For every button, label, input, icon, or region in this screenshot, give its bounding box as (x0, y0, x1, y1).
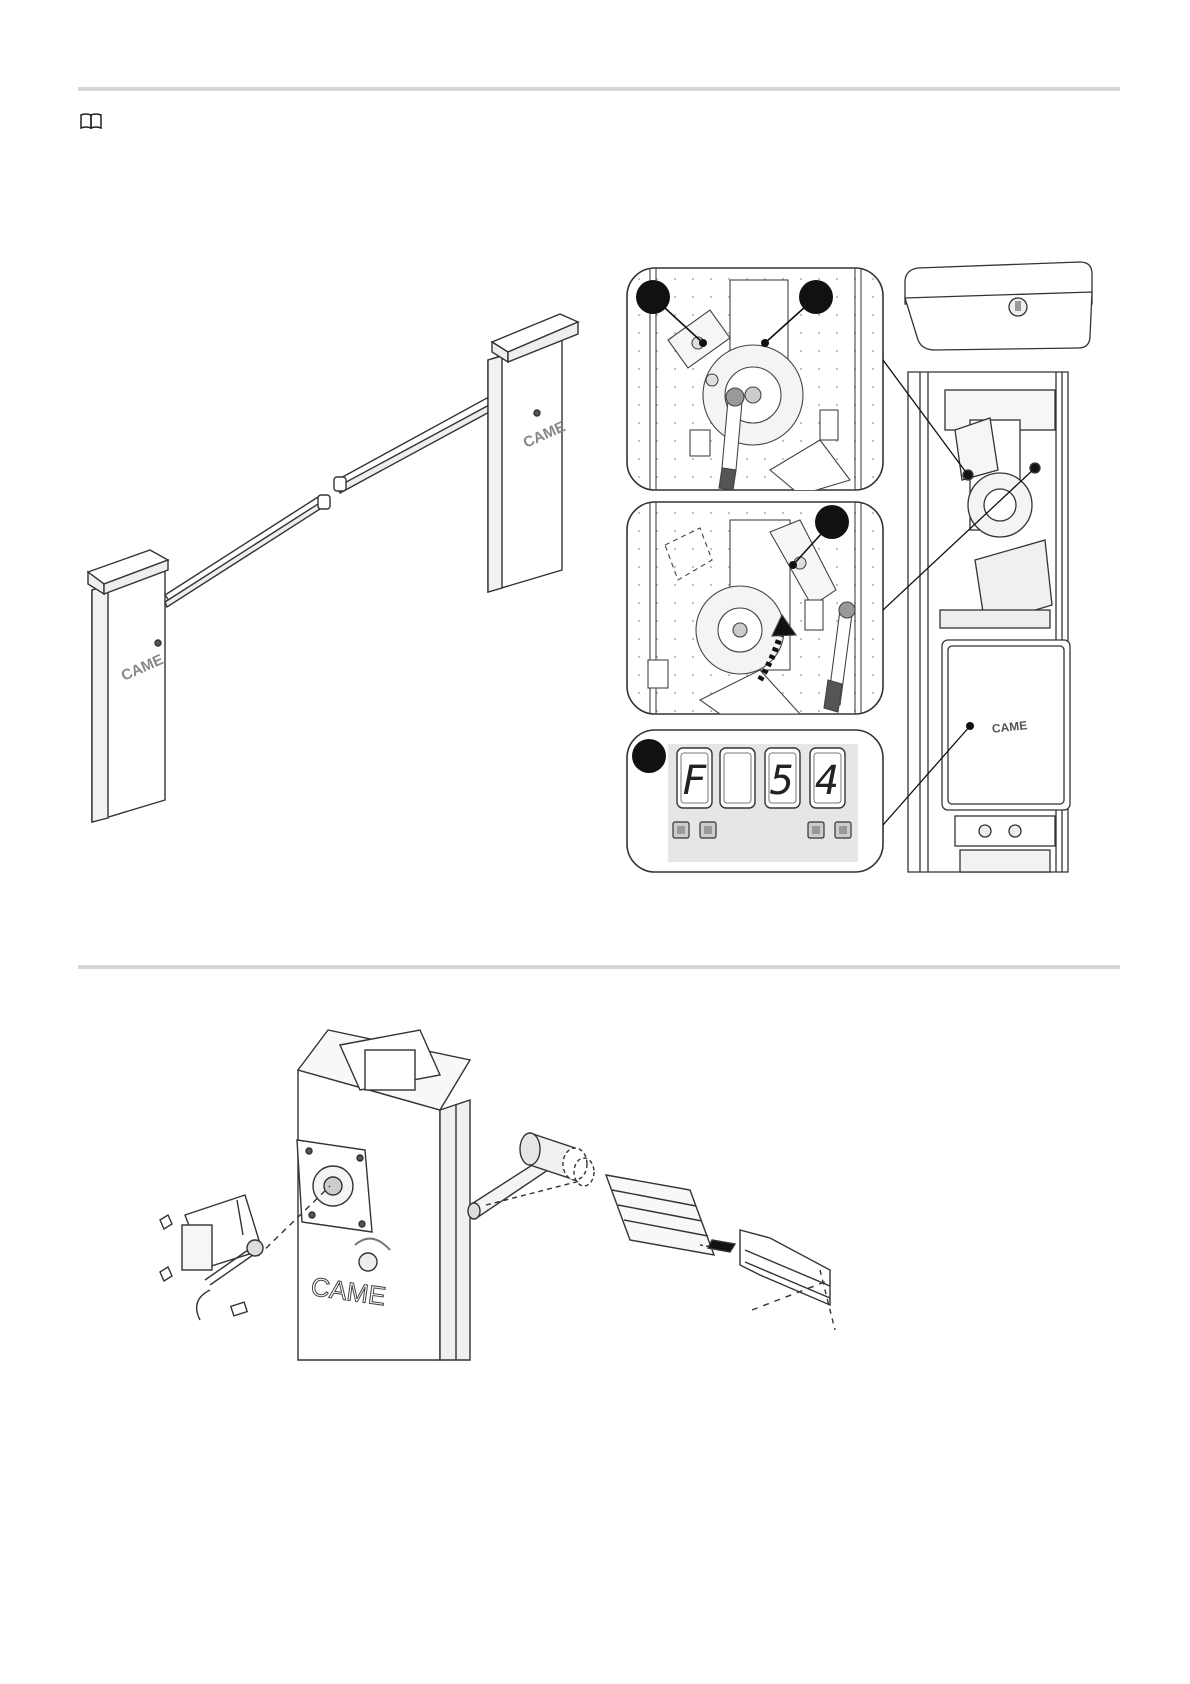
release-mechanism-parts (160, 1195, 263, 1320)
open-post-cutaway: CAME (905, 262, 1092, 872)
display-digit-2 (720, 748, 755, 808)
control-box: CAME (942, 640, 1070, 810)
left-barrier-post: CAME (88, 550, 168, 822)
display-digit-3: 5 (765, 748, 800, 808)
boom-arm (165, 398, 493, 607)
right-barrier-post: CAME (488, 314, 578, 592)
display-digit-1: F (677, 748, 712, 808)
boom-section (740, 1230, 835, 1330)
svg-text:F: F (682, 758, 707, 804)
detail-panel-lever-rotation (627, 502, 883, 714)
crank-handle (468, 1133, 594, 1219)
barrier-overview: CAME CAME (88, 314, 578, 822)
manual-release-assembly: CAME (160, 1030, 835, 1360)
post-cover (905, 262, 1092, 350)
post-front: CAME (297, 1030, 470, 1360)
display-digit-4: 4 (810, 748, 845, 808)
svg-text:5: 5 (770, 758, 794, 804)
boom-connector (606, 1175, 735, 1255)
detail-panel-display: F 5 4 (627, 730, 883, 872)
svg-text:4: 4 (815, 758, 839, 804)
detail-panel-release-lever (627, 268, 883, 495)
